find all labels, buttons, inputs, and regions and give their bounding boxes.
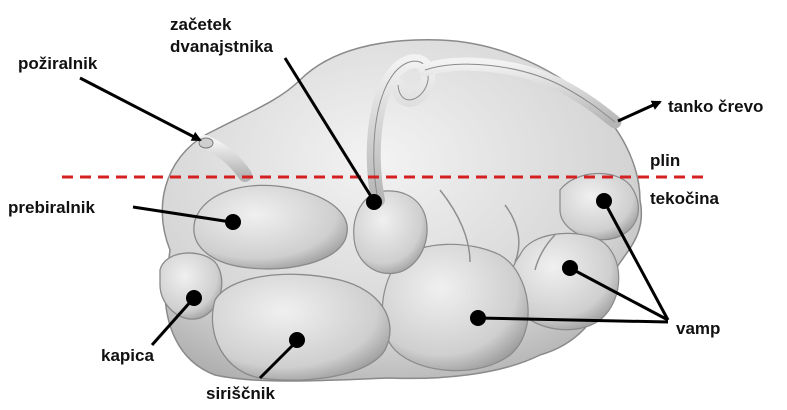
label-reticulum: prebiralnik — [8, 198, 95, 217]
esophagus-opening — [199, 138, 213, 148]
label-liquid: tekočina — [650, 189, 720, 208]
abomasum-dot — [289, 332, 305, 348]
label-small-intestine: tanko črevo — [668, 97, 763, 116]
reticulum-dot — [225, 214, 241, 230]
rumen-dot-2 — [562, 260, 578, 276]
label-esophagus: požiralnik — [18, 54, 98, 73]
label-rumen: vamp — [676, 319, 720, 338]
label-gas: plin — [650, 151, 680, 170]
abomasum-lobe — [212, 274, 390, 380]
duodenum-start-dot — [366, 194, 382, 210]
rumen-dot-3 — [470, 310, 486, 326]
cap-dot — [186, 290, 202, 306]
duodenum-neck — [354, 191, 427, 274]
stomach-illustration — [160, 40, 641, 381]
small-intestine-arrow — [618, 102, 660, 121]
label-duodenum-start-line2: dvanajstnika — [170, 37, 274, 56]
label-cap: kapica — [101, 346, 154, 365]
label-duodenum-start-line1: začetek — [170, 15, 232, 34]
rumen-dot-1 — [596, 193, 612, 209]
label-abomasum: siriščnik — [206, 384, 276, 403]
esophagus-arrow — [80, 78, 200, 140]
